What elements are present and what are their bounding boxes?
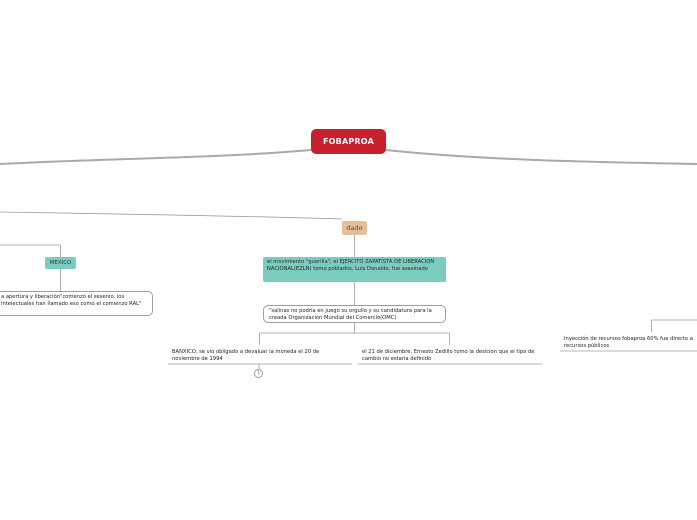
branch-right: [385, 149, 697, 165]
node-diciembre[interactable]: el 21 de diciembre, Ernesto Zedillo tomo…: [362, 349, 540, 363]
tag-mexico[interactable]: MEXICO: [45, 257, 76, 269]
node-ezln[interactable]: el movimiento "guerilla", el EJERCITO ZA…: [263, 257, 446, 282]
node-salinas-text: "salinas no podría en juego su orgullo y…: [269, 308, 432, 321]
branch-to-dado: [0, 211, 343, 220]
node-inyeccion-text: Inyección de recursos fobaproa 60% fue d…: [564, 336, 693, 349]
node-ezln-text: el movimiento "guerilla", el EJERCITO ZA…: [267, 259, 435, 272]
branch-left: [0, 149, 312, 165]
node-banxico[interactable]: BANXICO, se vio obligado a devaluar la m…: [172, 349, 332, 363]
collapsed-children-badge[interactable]: 1: [254, 369, 263, 378]
node-banxico-text: BANXICO, se vio obligado a devaluar la m…: [172, 349, 320, 362]
badge-count: 1: [257, 371, 260, 376]
node-diciembre-text: el 21 de diciembre, Ernesto Zedillo tomo…: [362, 349, 535, 362]
tag-mexico-label: MEXICO: [49, 260, 72, 266]
node-inyeccion[interactable]: Inyección de recursos fobaproa 60% fue d…: [564, 336, 697, 350]
node-apertura-text: a apertura y liberación"comenzó el sexen…: [1, 294, 142, 307]
node-salinas[interactable]: "salinas no podría en juego su orgullo y…: [263, 305, 446, 323]
tag-dado-label: dado: [346, 224, 363, 232]
root-node-fobaproa[interactable]: FOBAPROA: [311, 129, 386, 154]
tag-dado[interactable]: dado: [342, 221, 367, 235]
root-label: FOBAPROA: [323, 137, 374, 146]
node-apertura[interactable]: a apertura y liberación"comenzó el sexen…: [0, 291, 153, 316]
